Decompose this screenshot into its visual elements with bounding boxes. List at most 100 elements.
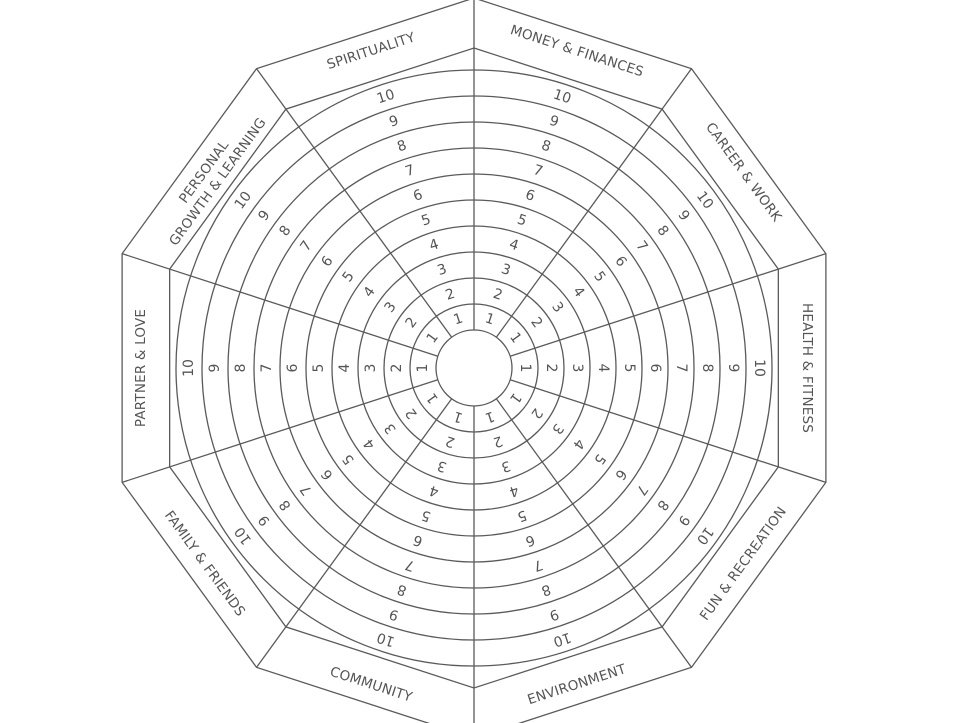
scale-number: 8	[276, 223, 294, 240]
scale-number: 10	[375, 629, 397, 650]
scale-number: 3	[499, 457, 512, 475]
scale-number: 8	[539, 581, 552, 599]
scale-number: 8	[653, 223, 671, 240]
center-circle	[435, 329, 513, 407]
scale-number: 5	[311, 364, 327, 373]
category-label-text: CAREER & WORK	[702, 120, 785, 226]
scale-number: 9	[387, 113, 400, 131]
scale-number: 3	[548, 299, 566, 316]
sector-divider	[495, 68, 693, 338]
scale-number: 2	[527, 405, 545, 422]
scale-number: 5	[590, 269, 608, 286]
scale-number: 4	[361, 284, 379, 301]
scale-number: 10	[693, 189, 716, 213]
scale-number: 1	[506, 330, 524, 347]
scale-number: 5	[419, 506, 432, 524]
scale-number: 7	[632, 238, 650, 255]
scale-number: 10	[232, 189, 255, 213]
scale-number: 4	[507, 482, 521, 500]
scale-number: 8	[395, 137, 408, 155]
scale-number: 6	[318, 253, 336, 270]
category-label: FAMILY & FRIENDS	[161, 508, 248, 620]
category-label-text: HEALTH & FITNESS	[799, 303, 815, 433]
scale-number: 10	[693, 524, 716, 548]
scale-number: 2	[491, 432, 504, 450]
scale-number: 1	[517, 364, 533, 373]
scale-number: 1	[424, 390, 442, 407]
sector-divider	[255, 398, 453, 668]
scale-number: 5	[515, 212, 528, 230]
scale-number: 6	[647, 364, 663, 373]
scale-number: 6	[523, 187, 537, 205]
scale-number: 4	[427, 482, 441, 500]
scale-number: 7	[531, 162, 544, 180]
scale-number: 2	[403, 405, 421, 422]
scale-number: 1	[483, 408, 496, 426]
scale-number: 6	[611, 253, 629, 270]
scale-number: 9	[725, 364, 741, 373]
scale-number: 3	[499, 261, 512, 279]
scale-number: 6	[411, 187, 425, 205]
scale-number: 8	[233, 364, 249, 373]
category-label: FUN & RECREATION	[697, 504, 790, 624]
scale-number: 3	[382, 299, 400, 316]
category-label: ENVIRONMENT	[526, 661, 629, 708]
scale-number: 4	[427, 236, 441, 254]
scale-number: 2	[389, 364, 405, 373]
scale-number: 4	[360, 435, 378, 452]
category-label-text: PARTNER & LOVE	[133, 309, 149, 427]
scale-number: 7	[259, 364, 275, 373]
category-label: HEALTH & FITNESS	[799, 303, 815, 433]
scale-number: 9	[674, 207, 692, 224]
sector-divider	[509, 253, 827, 357]
scale-number: 1	[452, 311, 465, 329]
scale-number: 10	[375, 87, 397, 108]
scale-number: 7	[403, 162, 416, 180]
category-label: SPIRITUALITY	[325, 29, 418, 73]
sector-divider	[495, 398, 693, 668]
scale-number: 3	[548, 420, 566, 437]
scale-number: 6	[285, 363, 301, 372]
category-label-text: FAMILY & FRIENDS	[161, 508, 248, 620]
scale-number: 5	[621, 364, 637, 373]
sector-divider	[121, 253, 439, 357]
scale-number: 9	[387, 605, 400, 623]
scale-number: 8	[653, 497, 671, 514]
scale-number: 4	[595, 364, 611, 373]
scale-number: 5	[340, 269, 358, 286]
scale-number: 8	[276, 497, 294, 514]
scale-number: 1	[424, 330, 442, 347]
category-label: PARTNER & LOVE	[133, 309, 149, 427]
scale-number: 9	[207, 364, 223, 373]
category-label: COMMUNITY	[328, 664, 415, 706]
scale-number: 2	[491, 286, 504, 304]
scale-number: 6	[523, 531, 537, 549]
scale-number: 4	[569, 284, 587, 301]
scale-number: 10	[751, 359, 767, 377]
sector-divider	[121, 379, 439, 483]
scale-number: 4	[569, 436, 587, 453]
scale-number: 1	[452, 408, 465, 426]
category-label-text: GROWTH & LEARNING	[166, 115, 269, 249]
scale-number: 3	[569, 364, 585, 373]
scale-number: 4	[337, 363, 353, 372]
scale-number: 10	[232, 524, 255, 548]
scale-number: 5	[340, 451, 358, 468]
scale-number: 9	[255, 207, 273, 224]
category-label: CAREER & WORK	[702, 120, 785, 226]
scale-number: 5	[590, 451, 608, 468]
scale-number: 1	[415, 364, 431, 373]
scale-number: 2	[443, 286, 456, 304]
scale-number: 7	[297, 481, 315, 498]
scale-number: 5	[515, 506, 528, 524]
category-label-text: SPIRITUALITY	[325, 29, 418, 73]
scale-number: 10	[181, 359, 197, 377]
scale-number: 6	[411, 531, 425, 549]
scale-number: 8	[539, 137, 552, 155]
scale-number: 7	[297, 238, 315, 255]
scale-number: 2	[443, 432, 456, 450]
scale-number: 1	[483, 311, 496, 329]
outer-decagon	[121, 0, 827, 723]
scale-number: 4	[507, 236, 521, 254]
